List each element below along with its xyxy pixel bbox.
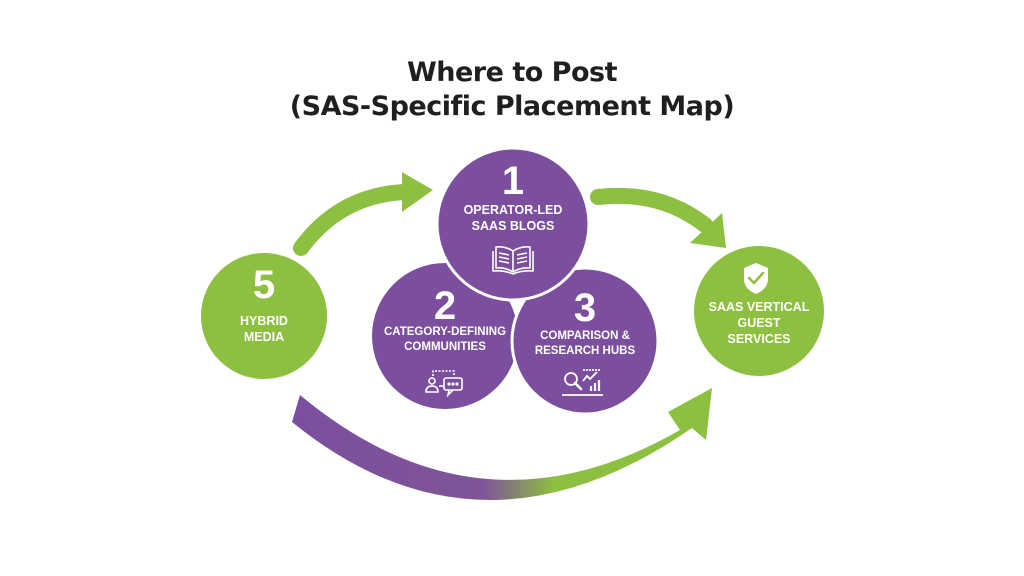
- node-3-comparison-research-hubs: 3 COMPARISON & RESEARCH HUBS: [510, 266, 660, 416]
- node-4-circle: [694, 246, 824, 376]
- node-5-label-line-2: MEDIA: [244, 330, 284, 344]
- node-5-number: 5: [253, 263, 275, 307]
- arrow-head-icon: [690, 213, 726, 248]
- node-4-label-line-2: GUEST: [737, 316, 780, 330]
- node-5-label-line-1: HYBRID: [240, 314, 288, 328]
- search-chart-icon: [562, 369, 603, 396]
- node-3-circle: [510, 266, 660, 416]
- node-2-label-line-1: CATEGORY-DEFINING: [384, 326, 506, 338]
- node-3-label-line-2: RESEARCH HUBS: [535, 345, 636, 357]
- node-2-number: 2: [434, 284, 456, 328]
- arrow-icon: [293, 184, 413, 256]
- node-1-label-line-1: OPERATOR-LED: [464, 203, 563, 217]
- node-5-hybrid-media: 5 HYBRID MEDIA: [201, 253, 327, 379]
- shield-check-icon: [744, 263, 768, 294]
- node-2-category-defining-communities: 2 CATEGORY-DEFINING COMMUNITIES: [372, 263, 518, 409]
- node-2-label-line-2: COMMUNITIES: [404, 341, 486, 353]
- node-1-number: 1: [502, 159, 524, 203]
- node-3-label-line-1: COMPARISON &: [540, 330, 630, 342]
- person-chat-icon: [425, 370, 463, 398]
- title-line-2: (SAS-Specific Placement Map): [289, 91, 735, 122]
- node-5-circle: [201, 253, 327, 379]
- node-2-circle: [372, 263, 518, 409]
- open-book-icon: [492, 246, 534, 275]
- node-3-number: 3: [574, 286, 596, 330]
- arrow-1-to-4: [590, 187, 726, 248]
- node-4-label-line-1: SAAS VERTICAL: [709, 300, 810, 314]
- title-line-1: Where to Post: [406, 57, 618, 88]
- node-1-label-line-2: SAAS BLOGS: [472, 219, 555, 233]
- bottom-band-arrow: [292, 388, 712, 501]
- arrow-icon: [590, 187, 713, 233]
- node-1-circle: [435, 146, 591, 302]
- node-1-operator-led-saas-blogs: 1 OPERATOR-LED SAAS BLOGS: [435, 146, 591, 302]
- arrow-head-icon: [402, 172, 433, 212]
- arrow-5-to-1: [293, 172, 433, 256]
- node-saas-vertical-guest-services: SAAS VERTICAL GUEST SERVICES: [694, 246, 824, 376]
- node-4-label-line-3: SERVICES: [728, 332, 791, 346]
